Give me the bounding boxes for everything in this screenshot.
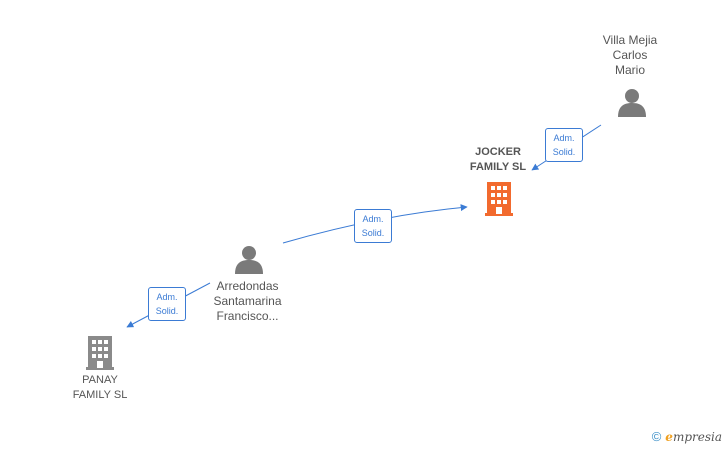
empresia-watermark: © empresia — [652, 429, 722, 444]
brand-rest: mpresia — [672, 429, 722, 444]
node-label-line: Francisco... — [216, 309, 279, 323]
edge-label-line: Solid. — [552, 147, 576, 157]
node-label-jocker-family[interactable]: JOCKER FAMILY SL — [458, 145, 538, 175]
node-label-line: Arredondas — [216, 279, 279, 293]
edge-label-line: Solid. — [361, 228, 385, 238]
node-label-line: Carlos — [612, 48, 648, 62]
edge-label-arredondas-to-panay[interactable]: Adm. Solid. — [148, 287, 186, 321]
edge-label-villa-to-jocker[interactable]: Adm. Solid. — [545, 128, 583, 162]
node-label-line: JOCKER — [475, 146, 521, 158]
building-icon[interactable] — [86, 336, 114, 370]
edge-label-line: Solid. — [155, 306, 179, 316]
node-label-line: FAMILY SL — [72, 389, 128, 401]
brand-initial: e — [665, 429, 673, 444]
edge-label-line: Adm. — [553, 133, 575, 143]
copyright-symbol: © — [651, 429, 662, 444]
node-label-line: FAMILY SL — [469, 161, 527, 173]
node-label-villa-mejia[interactable]: Villa Mejia Carlos Mario — [590, 33, 670, 78]
edge-label-arredondas-to-jocker[interactable]: Adm. Solid. — [354, 209, 392, 243]
node-label-panay-family[interactable]: PANAY FAMILY SL — [60, 373, 140, 403]
edge-label-line: Adm. — [362, 214, 384, 224]
person-icon[interactable] — [235, 246, 263, 274]
node-label-arredondas[interactable]: Arredondas Santamarina Francisco... — [200, 279, 295, 324]
node-label-line: Santamarina — [213, 294, 282, 308]
building-icon[interactable] — [485, 182, 513, 216]
node-label-line: Villa Mejia — [602, 33, 658, 47]
node-label-line: Mario — [614, 63, 645, 77]
edge-label-line: Adm. — [156, 292, 178, 302]
brand-logo: empresia — [665, 430, 722, 444]
person-icon[interactable] — [618, 89, 646, 117]
node-label-line: PANAY — [82, 374, 118, 386]
